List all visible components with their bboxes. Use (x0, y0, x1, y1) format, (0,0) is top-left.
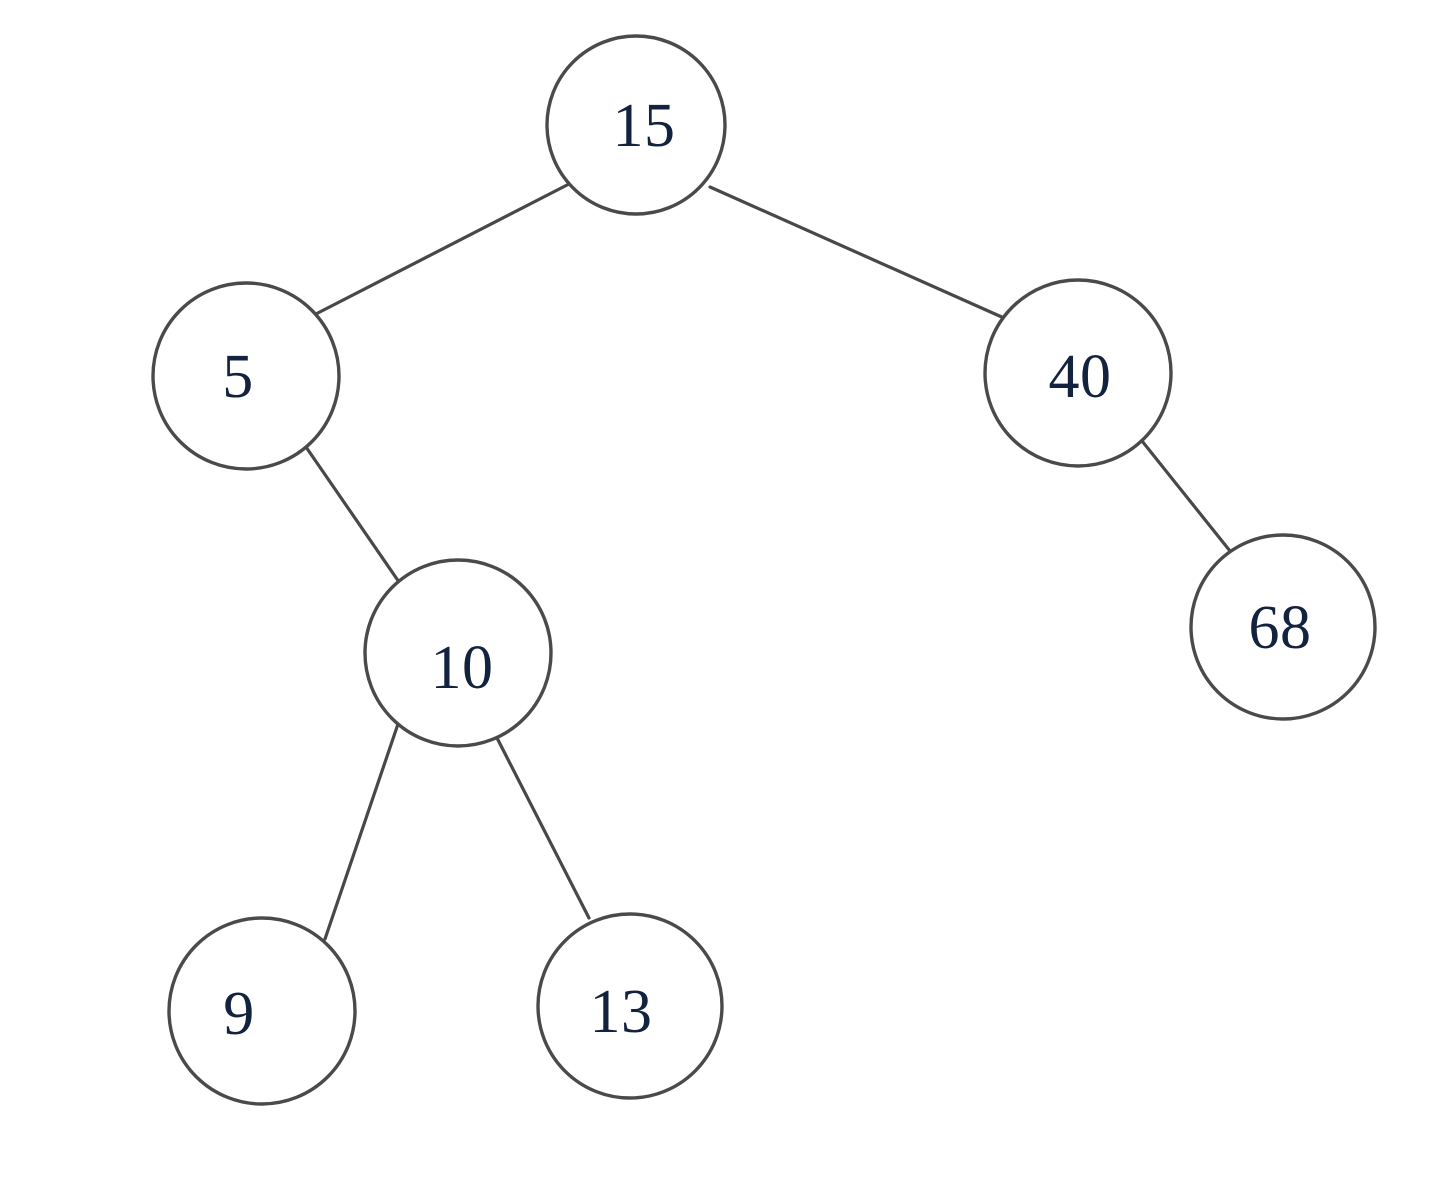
node-circle-40[interactable] (983, 278, 1173, 468)
node-label-40: 40 (1049, 343, 1112, 411)
tree-node-15[interactable]: 15 (545, 34, 727, 216)
node-label-13: 13 (590, 978, 653, 1046)
tree-node-68[interactable]: 68 (1189, 533, 1377, 721)
node-circle-9[interactable] (167, 916, 357, 1106)
tree-node-9[interactable]: 9 (167, 916, 357, 1106)
node-circle-13[interactable] (536, 912, 724, 1100)
tree-node-5[interactable]: 5 (151, 281, 341, 471)
node-layer: 15 5 40 10 68 9 13 (151, 34, 1377, 1106)
edge-10-to-9 (323, 722, 400, 941)
node-label-5: 5 (222, 343, 254, 411)
tree-node-13[interactable]: 13 (536, 912, 724, 1100)
tree-node-10[interactable]: 10 (363, 558, 553, 748)
node-circle-68[interactable] (1189, 533, 1377, 721)
edge-40-to-68 (1140, 439, 1232, 553)
node-circle-15[interactable] (545, 34, 727, 216)
node-circle-10[interactable] (363, 558, 553, 748)
edge-layer (304, 182, 1232, 941)
node-circle-5[interactable] (151, 281, 341, 471)
node-label-9: 9 (223, 980, 255, 1048)
edge-5-to-10 (304, 445, 401, 584)
edge-10-to-13 (494, 734, 591, 920)
tree-node-40[interactable]: 40 (983, 278, 1173, 468)
edge-15-to-40 (708, 185, 1006, 320)
node-label-68: 68 (1249, 594, 1312, 662)
edge-15-to-5 (310, 182, 571, 318)
node-label-15: 15 (613, 92, 676, 160)
node-label-10: 10 (431, 634, 494, 702)
